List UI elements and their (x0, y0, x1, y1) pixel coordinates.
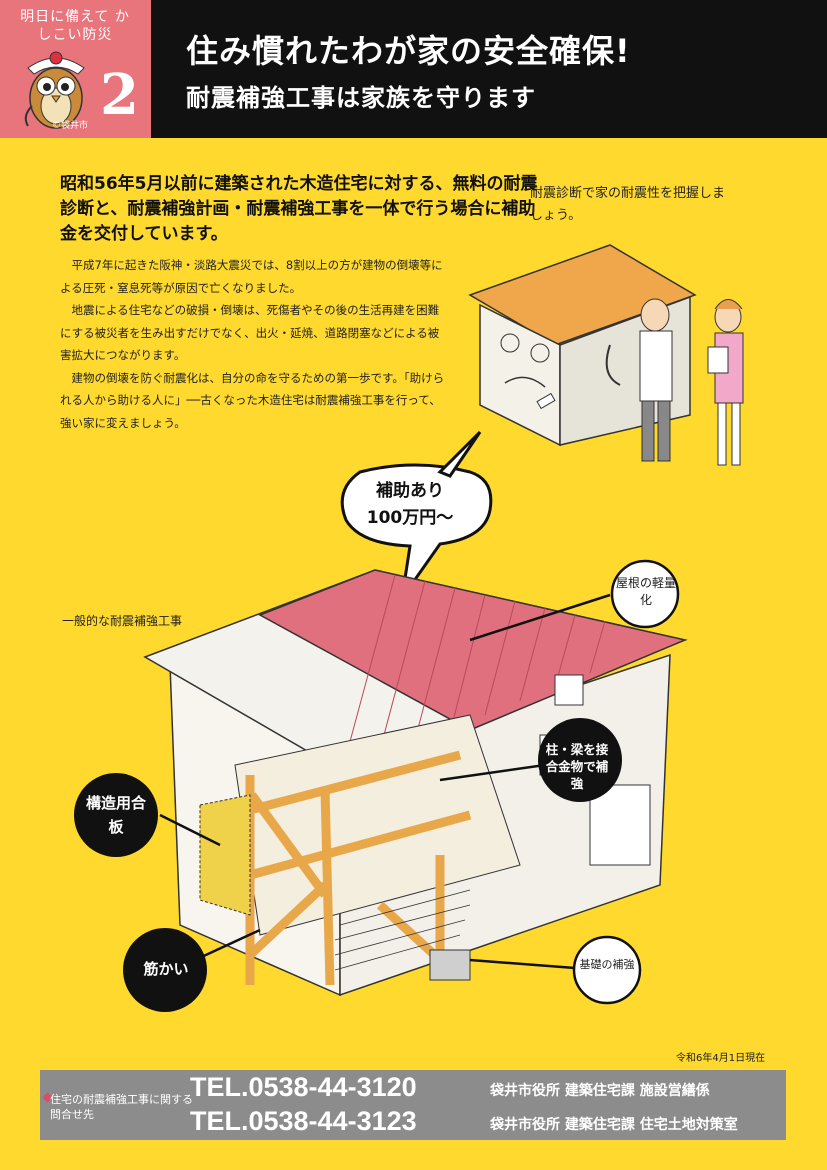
paragraph-3: 建物の倒壊を防ぐ耐震化は、自分の命を守るための第一歩です。「助けられる人から助け… (60, 370, 445, 430)
paragraph-1: 平成7年に起きた阪神・淡路大震災では、8割以上の方が建物の倒壊等による圧死・窒息… (60, 258, 443, 295)
house-diagnosis-illustration (468, 244, 744, 466)
phone-number-2[interactable]: TEL.0538-44-3123 (190, 1106, 417, 1136)
subsidy-text: 補助あり 100万円〜 (345, 478, 475, 532)
issue-number: 2 (100, 62, 139, 128)
foundation-label: 基礎の補強 (579, 958, 635, 971)
column-beam-label: 柱・梁を接合金物で補強 (545, 742, 609, 791)
contact-bar (40, 1070, 786, 1140)
department-1: 袋井市役所 建築住宅課 施設営繕係 (490, 1083, 710, 1099)
page-subtitle: 耐震補強工事は家族を守ります (186, 84, 536, 112)
subsidy-line-1: 補助あり (376, 481, 444, 501)
mascot-owl-icon (24, 51, 85, 129)
roof-lightening-label: 屋根の軽量化 (615, 576, 676, 607)
copyright: ©袋井市 (52, 121, 89, 131)
phone-number-1[interactable]: TEL.0538-44-3120 (190, 1072, 417, 1102)
contact-description: 住宅の耐震補強工事に関する問合せ先 (50, 1093, 193, 1121)
brace-label: 筋かい (143, 960, 189, 978)
subsidy-speech-bubble (340, 430, 493, 599)
body-text: 平成7年に起きた阪神・淡路大震災では、8割以上の方が建物の倒壊等による圧死・窒息… (60, 254, 450, 434)
plywood-label: 構造用合板 (85, 794, 146, 836)
series-label: 明日に備えて かしこい防災 (20, 9, 130, 43)
title-banner (151, 0, 827, 138)
paragraph-2: 地震による住宅などの破損・倒壊は、死傷者やその後の生活再建を困難にする被災者を生… (60, 303, 440, 362)
general-work-label: 一般的な耐震補強工事 (62, 614, 183, 628)
lead-text: 昭和56年5月以前に建築された木造住宅に対する、無料の耐震診断と、耐震補強計画・… (60, 174, 538, 244)
as-of-date: 令和6年4月1日現在 (676, 1053, 766, 1064)
subsidy-line-2: 100万円〜 (366, 508, 454, 528)
diagnosis-note: 耐震診断で家の耐震性を把握しましょう。 (530, 186, 726, 223)
page-title: 住み慣れたわが家の安全確保! (186, 32, 631, 70)
department-2: 袋井市役所 建築住宅課 住宅土地対策室 (490, 1117, 738, 1133)
